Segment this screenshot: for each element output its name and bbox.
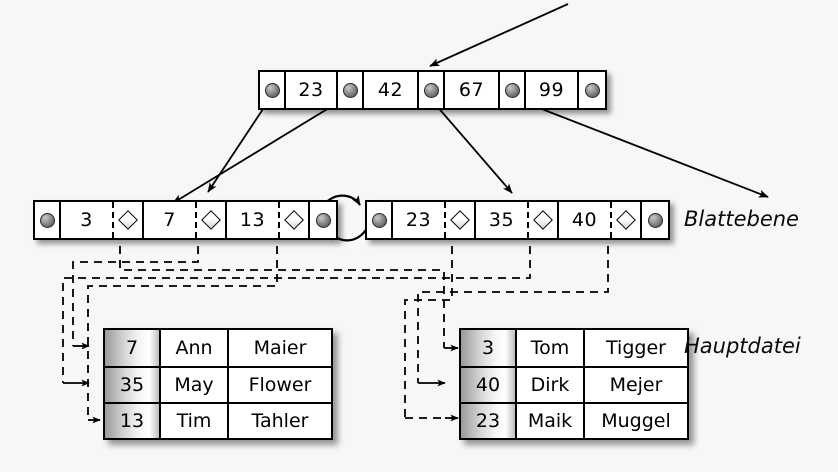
row-first-name: Maik <box>517 404 585 438</box>
root-pointer-1[interactable] <box>338 72 364 108</box>
row-first-name: Dirk <box>517 368 585 402</box>
leaf-right-key-0: 23 <box>393 202 446 238</box>
leaf-right-record-pointer-2[interactable] <box>612 202 642 238</box>
table-row[interactable]: 40 Dirk Mejer <box>461 366 687 402</box>
sphere-pointer-icon <box>423 82 439 98</box>
row-last-name: Mejer <box>585 368 687 402</box>
sphere-pointer-icon <box>584 82 600 98</box>
row-last-name: Tigger <box>585 330 687 366</box>
root-node[interactable]: 23 42 67 99 <box>258 70 607 110</box>
row-first-name: Ann <box>161 330 229 366</box>
sphere-pointer-icon <box>315 212 331 228</box>
table-row[interactable]: 13 Tim Tahler <box>105 402 331 438</box>
row-key: 3 <box>461 330 517 366</box>
edge-root-ptr2-to-left-leaf <box>172 96 348 204</box>
hauptdatei-block-rechts[interactable]: 3 Tom Tigger 40 Dirk Mejer 23 Maik Mugge… <box>459 328 689 440</box>
row-key: 35 <box>105 368 161 402</box>
leaf-left-key-0: 3 <box>61 202 114 238</box>
diamond-pointer-icon <box>616 210 636 230</box>
row-key: 7 <box>105 330 161 366</box>
leaf-left-record-pointer-2[interactable] <box>280 202 310 238</box>
leaf-right-record-pointer-1[interactable] <box>529 202 559 238</box>
leaf-right-key-2: 40 <box>559 202 612 238</box>
root-pointer-2[interactable] <box>419 72 445 108</box>
edge-leaf-right-key40-to-row <box>417 232 609 387</box>
row-last-name: Maier <box>229 330 331 366</box>
edge-leaf-right-key35-to-row <box>62 232 531 387</box>
row-last-name: Flower <box>229 368 331 402</box>
row-key: 13 <box>105 404 161 438</box>
row-first-name: May <box>161 368 229 402</box>
root-pointer-3[interactable] <box>500 72 526 108</box>
table-row[interactable]: 7 Ann Maier <box>105 330 331 366</box>
diamond-pointer-icon <box>450 210 470 230</box>
leaf-right-record-pointer-0[interactable] <box>446 202 476 238</box>
diamond-pointer-icon <box>201 210 221 230</box>
leaf-left-prev-pointer[interactable] <box>35 202 61 238</box>
diamond-pointer-icon <box>533 210 553 230</box>
edge-leaf-left-key3-to-row <box>119 232 459 352</box>
leaf-left-key-1: 7 <box>144 202 197 238</box>
edge-leaf-left-key13-to-row <box>87 232 278 424</box>
root-key-1: 42 <box>364 72 419 108</box>
sphere-pointer-icon <box>39 212 55 228</box>
leaf-right-prev-pointer[interactable] <box>367 202 393 238</box>
row-key: 40 <box>461 368 517 402</box>
root-key-0: 23 <box>286 72 338 108</box>
sphere-pointer-icon <box>371 212 387 228</box>
leaf-right-key-1: 35 <box>476 202 529 238</box>
table-row[interactable]: 35 May Flower <box>105 366 331 402</box>
table-row[interactable]: 23 Maik Muggel <box>461 402 687 438</box>
sphere-pointer-icon <box>647 212 663 228</box>
root-key-3: 99 <box>526 72 579 108</box>
leaf-left-record-pointer-1[interactable] <box>197 202 227 238</box>
row-first-name: Tim <box>161 404 229 438</box>
leaf-left-record-pointer-0[interactable] <box>114 202 144 238</box>
sphere-pointer-icon <box>264 82 280 98</box>
edge-root-ptr4-outward <box>510 96 769 198</box>
row-last-name: Tahler <box>229 404 331 438</box>
leaf-node-left[interactable]: 3 7 13 <box>33 200 338 240</box>
root-pointer-0[interactable] <box>260 72 286 108</box>
caption-blattebene: Blattebene <box>684 207 799 231</box>
diamond-pointer-icon <box>118 210 138 230</box>
leaf-node-right[interactable]: 23 35 40 <box>365 200 670 240</box>
row-first-name: Tom <box>517 330 585 366</box>
edge-root-to-left-leaf <box>207 96 272 193</box>
diamond-pointer-icon <box>284 210 304 230</box>
edge-leaf-left-key7-to-row <box>72 232 199 350</box>
leaf-left-next-pointer[interactable] <box>310 202 336 238</box>
leaf-right-next-pointer[interactable] <box>642 202 668 238</box>
table-row[interactable]: 3 Tom Tigger <box>461 330 687 366</box>
root-key-2: 67 <box>445 72 500 108</box>
row-last-name: Muggel <box>585 404 687 438</box>
sphere-pointer-icon <box>504 82 520 98</box>
edge-leaf-right-key23-to-row <box>404 232 459 422</box>
row-key: 23 <box>461 404 517 438</box>
caption-hauptdatei: Hauptdatei <box>684 334 801 358</box>
leaf-left-key-2: 13 <box>227 202 280 238</box>
edge-root-to-right-leaf <box>428 96 513 194</box>
root-pointer-4[interactable] <box>579 72 605 108</box>
edge-entry-into-root <box>429 3 569 67</box>
hauptdatei-block-links[interactable]: 7 Ann Maier 35 May Flower 13 Tim Tahler <box>103 328 333 440</box>
sphere-pointer-icon <box>342 82 358 98</box>
